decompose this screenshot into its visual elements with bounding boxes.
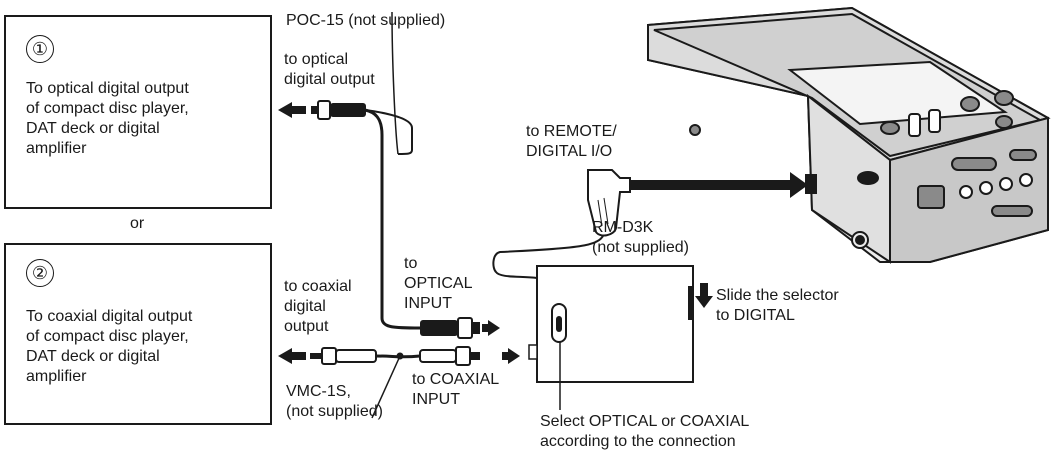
- to-coaxial-digital-output-label: to coaxial digital output: [284, 278, 352, 335]
- coaxial-plug-right: [419, 346, 480, 366]
- optical-plug-right: [420, 317, 480, 339]
- to-optical-digital-output-label: to optical digital output: [284, 51, 375, 88]
- vmc1s-label: VMC-1S, (not supplied): [286, 383, 383, 420]
- arrow-to-coaxial-input: [502, 348, 520, 364]
- to-coaxial-input-label: to COAXIAL INPUT: [412, 371, 500, 408]
- arrow-to-optical-input: [482, 320, 500, 336]
- remote-plug: [587, 169, 631, 237]
- step-number-2: ②: [26, 259, 54, 287]
- slide-down-arrow: [695, 283, 713, 308]
- rm-d3k-label: RM-D3K (not supplied): [592, 219, 689, 256]
- source-box-2: ② To coaxial digital output of compact d…: [4, 243, 272, 425]
- to-optical-input-label: to OPTICAL INPUT: [404, 255, 473, 312]
- minidisc-recorder: [647, 6, 1051, 264]
- source-box-2-text: To coaxial digital output of compact dis…: [26, 308, 193, 385]
- arrow-to-coaxial-output: [278, 348, 306, 364]
- optical-plug-left: [311, 100, 366, 120]
- coaxial-cable-vmc1s: [371, 352, 421, 419]
- or-label: or: [130, 215, 145, 232]
- remote-cable: [492, 231, 606, 279]
- rm-d3k-unit: [528, 265, 694, 410]
- optical-cable-poc15: [364, 11, 421, 330]
- to-remote-digital-io-label: to REMOTE/ DIGITAL I/O: [526, 123, 617, 160]
- source-box-1: ① To optical digital output of compact d…: [4, 15, 272, 209]
- poc15-label: POC-15 (not supplied): [286, 12, 446, 29]
- arrow-to-optical-output: [278, 102, 306, 118]
- step-number-1: ①: [26, 35, 54, 63]
- select-optical-coaxial-label: Select OPTICAL or COAXIAL according to t…: [540, 413, 750, 450]
- arrow-to-remote-jack: [630, 172, 808, 198]
- coaxial-plug-left: [310, 347, 377, 365]
- slide-selector-label: Slide the selector to DIGITAL: [716, 287, 839, 324]
- source-box-1-text: To optical digital output of compact dis…: [26, 80, 189, 157]
